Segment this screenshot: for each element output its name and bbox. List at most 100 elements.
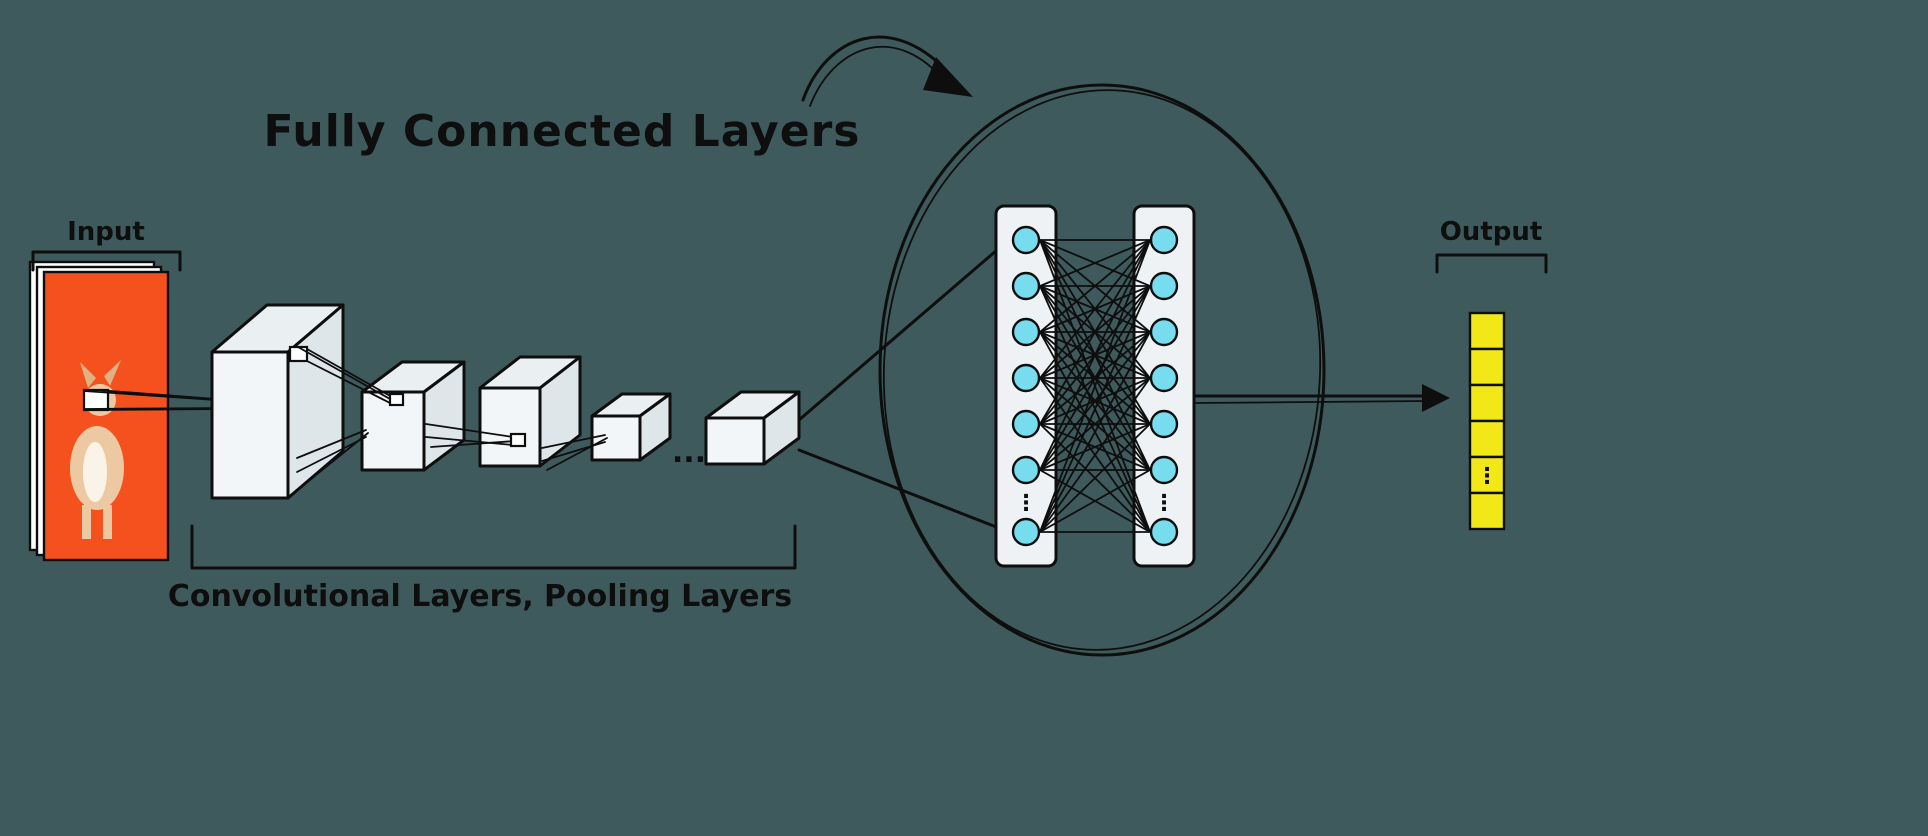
conv-box-3 — [478, 355, 582, 468]
fan-line — [306, 360, 393, 405]
neuron — [1011, 225, 1041, 255]
dog-chest — [83, 442, 107, 502]
conv-box-1-front — [210, 350, 290, 500]
fc-right-ellipsis: ⋮ — [1153, 491, 1175, 516]
title-arrow — [801, 35, 973, 107]
dog-ear — [80, 362, 96, 388]
neuron — [1149, 363, 1179, 393]
output-cell — [1468, 383, 1506, 423]
fc-left-neurons — [1011, 225, 1041, 547]
fc-connection — [1039, 331, 1151, 471]
fan-line — [425, 436, 514, 446]
input-annotation: Input — [31, 217, 182, 272]
fc-connection — [1039, 239, 1151, 471]
fc-connection — [1039, 377, 1151, 533]
output-column: ⋮ — [1468, 311, 1506, 531]
input-bracket — [31, 250, 182, 272]
title-arrow-stroke — [809, 45, 948, 107]
input-photo — [42, 270, 170, 562]
fan-line — [300, 432, 369, 488]
kernel-line — [95, 408, 230, 411]
output-cell — [1468, 347, 1506, 387]
fc-connection — [1039, 239, 1151, 425]
output-cell — [1468, 419, 1506, 459]
title-arrowhead — [923, 57, 973, 97]
output-annotation: Output — [1435, 217, 1548, 274]
fc-ellipse-outline — [882, 89, 1322, 651]
fan-box2-to-box3 — [425, 423, 527, 448]
output-bracket — [1435, 253, 1548, 274]
fc-connection — [1039, 239, 1151, 379]
fc-connection — [1039, 239, 1151, 333]
fan-box3-to-box4 — [541, 434, 608, 471]
neuron — [1011, 271, 1041, 301]
fc-connection — [1039, 423, 1151, 533]
fan-line — [297, 346, 391, 400]
fc-connection — [1039, 423, 1151, 471]
input-label: Input — [67, 217, 145, 247]
fc-fan-line — [797, 242, 1006, 422]
fc-ellipse-outline — [878, 83, 1326, 657]
fc-connection — [1039, 469, 1151, 533]
conv-pool-bracket — [190, 524, 797, 570]
kernel-line — [95, 389, 230, 401]
neuron — [1011, 517, 1041, 547]
fan-line — [430, 440, 516, 448]
conv-kernel — [288, 345, 309, 363]
fc-right-neurons — [1149, 225, 1179, 547]
fc-left-ellipsis: ⋮ — [1015, 491, 1037, 516]
fc-connection — [1039, 331, 1151, 533]
neuron — [1011, 409, 1041, 439]
neuron — [1011, 363, 1041, 393]
neuron — [1149, 455, 1179, 485]
fc-fan-line — [797, 448, 1006, 532]
output-arrowhead — [1422, 384, 1450, 412]
dog-ear — [104, 360, 121, 386]
fc-connection — [1039, 285, 1151, 471]
conv-box-4-front — [590, 414, 642, 462]
dog-leg — [103, 505, 112, 539]
fc-connection — [1039, 377, 1151, 471]
conv-pool-label: Convolutional Layers, Pooling Layers — [168, 579, 792, 614]
fan-line — [546, 437, 608, 471]
neuron — [1011, 455, 1041, 485]
output-cell — [1468, 491, 1506, 531]
neuron — [1149, 517, 1179, 547]
conv-kernel — [388, 392, 405, 407]
fc-layers: ⋮ ⋮ — [994, 204, 1196, 568]
conv-box-3-front — [478, 386, 542, 468]
fc-connections — [1039, 239, 1151, 533]
title-arrow-stroke — [801, 35, 955, 102]
conv-box-5-front — [704, 416, 766, 466]
fan-line — [296, 429, 367, 459]
fan-box1-to-box2 — [288, 345, 405, 488]
output-ellipsis: ⋮ — [1476, 464, 1498, 489]
boxes-ellipsis: ... — [672, 435, 706, 470]
neuron — [1011, 317, 1041, 347]
neuron — [1149, 225, 1179, 255]
fc-to-output-arrow — [1194, 384, 1450, 412]
fc-connection — [1039, 239, 1151, 287]
dog-leg — [82, 505, 91, 539]
fan-line — [541, 434, 606, 449]
output-arrow-line — [1195, 400, 1425, 404]
conv-kernel — [509, 432, 527, 448]
conv-box-5 — [704, 390, 801, 466]
neuron — [1149, 409, 1179, 439]
fan-line — [306, 348, 393, 398]
kernel-line — [83, 390, 231, 402]
kernel-line — [83, 407, 231, 410]
neuron — [1149, 271, 1179, 301]
fc-connection — [1039, 285, 1151, 533]
neuron — [1149, 317, 1179, 347]
fan-box5-to-fc — [797, 242, 1006, 532]
fc-ellipse — [878, 83, 1326, 657]
input-image-stack — [28, 260, 170, 562]
conv-box-2 — [360, 360, 466, 472]
conv-box-1 — [210, 303, 345, 500]
diagram-title: Fully Connected Layers — [264, 106, 861, 157]
conv-box-4 — [590, 392, 672, 462]
output-label: Output — [1440, 217, 1543, 247]
output-cell — [1468, 311, 1506, 351]
